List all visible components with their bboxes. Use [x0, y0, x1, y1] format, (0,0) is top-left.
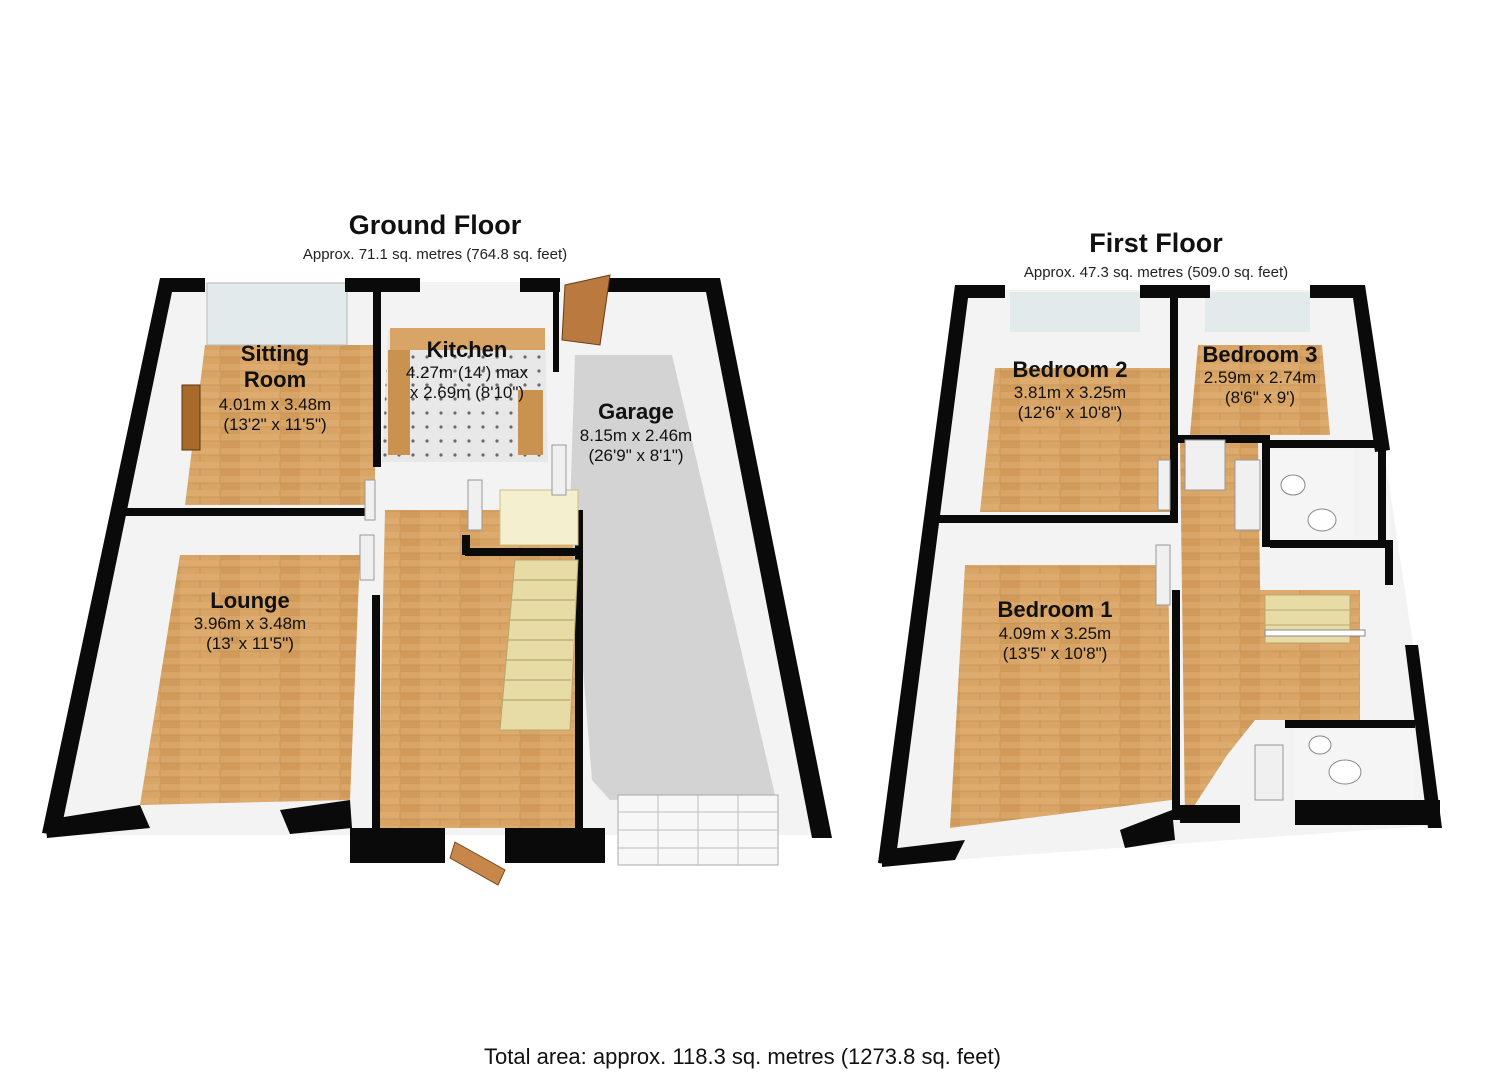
ground-floor-area: Approx. 71.1 sq. metres (764.8 sq. feet) — [302, 246, 568, 263]
garage-side-door — [561, 274, 611, 346]
kitchen-label: Kitchen — [426, 337, 508, 362]
bedroom-2-floor — [980, 368, 1172, 512]
sitting-room-door — [364, 479, 376, 521]
lounge-floor — [140, 555, 360, 805]
garage-floor — [570, 355, 775, 800]
bathroom-toilet — [1307, 508, 1337, 532]
bedroom-3-label: Bedroom 3 — [1202, 342, 1318, 367]
garage-label: Garage — [598, 399, 674, 424]
sitting-room-label: Sitting Room — [240, 341, 310, 392]
first-floor-plan — [878, 285, 1442, 867]
lounge-door — [359, 534, 375, 581]
under-stairs-door — [467, 479, 483, 531]
bathroom-basin — [1280, 474, 1306, 496]
sitting-room-dimensions: 4.01m x 3.48m (13'2" x 11'5") — [218, 395, 332, 434]
kitchen-worktop — [390, 328, 545, 350]
first-floor-walls — [878, 285, 1442, 867]
first-floor-title: First Floor — [1089, 228, 1223, 258]
front-door — [449, 841, 506, 886]
fireplace — [181, 384, 201, 451]
wc-toilet — [1328, 759, 1362, 785]
ground-floor-walls — [42, 278, 832, 863]
garage-internal-door — [551, 444, 567, 496]
bedroom-1-floor — [950, 565, 1172, 828]
kitchen-units-left — [388, 350, 410, 455]
bedroom-2-label: Bedroom 2 — [1012, 357, 1128, 382]
first-floor-stairwell — [1264, 594, 1366, 644]
bedroom-3-window — [1205, 292, 1310, 332]
bedroom-1-dimensions: 4.09m x 3.25m (13'5" x 10'8") — [998, 624, 1112, 663]
bedroom-3-dimensions: 2.59m x 2.74m (8'6" x 9') — [1203, 368, 1317, 407]
bathroom-door — [1234, 459, 1261, 531]
kitchen-floor — [382, 330, 548, 462]
wc-door — [1254, 744, 1284, 801]
kitchen-units-right — [518, 390, 543, 455]
bedroom-2-dimensions: 3.81m x 3.25m (12'6" x 10'8") — [1013, 383, 1127, 422]
landing-floor-lower — [1185, 590, 1360, 808]
lounge-dimensions: 3.96m x 3.48m (13' x 11'5") — [193, 614, 307, 653]
sitting-room-window — [206, 282, 348, 346]
bedroom-2-window — [1010, 292, 1140, 332]
bedroom-1-label: Bedroom 1 — [997, 597, 1113, 622]
ground-floor-stairs — [499, 489, 579, 731]
sitting-room-floor — [185, 345, 375, 505]
bedroom-2-door — [1157, 459, 1171, 511]
garage-dimensions: 8.15m x 2.46m (26'9" x 8'1") — [579, 426, 693, 465]
ground-floor-title: Ground Floor — [348, 210, 522, 240]
total-area: Total area: approx. 118.3 sq. metres (12… — [484, 1044, 1001, 1069]
ground-floor-plan — [42, 274, 832, 886]
bedroom-1-door — [1155, 544, 1171, 606]
bedroom-3-floor — [1190, 345, 1330, 435]
kitchen-dimensions: 4.27m (14') max x 2.69m (8'10") — [405, 363, 529, 402]
bedroom-3-door — [1184, 439, 1226, 491]
first-floor-area: Approx. 47.3 sq. metres (509.0 sq. feet) — [1023, 264, 1289, 281]
lounge-label: Lounge — [210, 588, 290, 613]
wc-basin — [1308, 735, 1332, 755]
